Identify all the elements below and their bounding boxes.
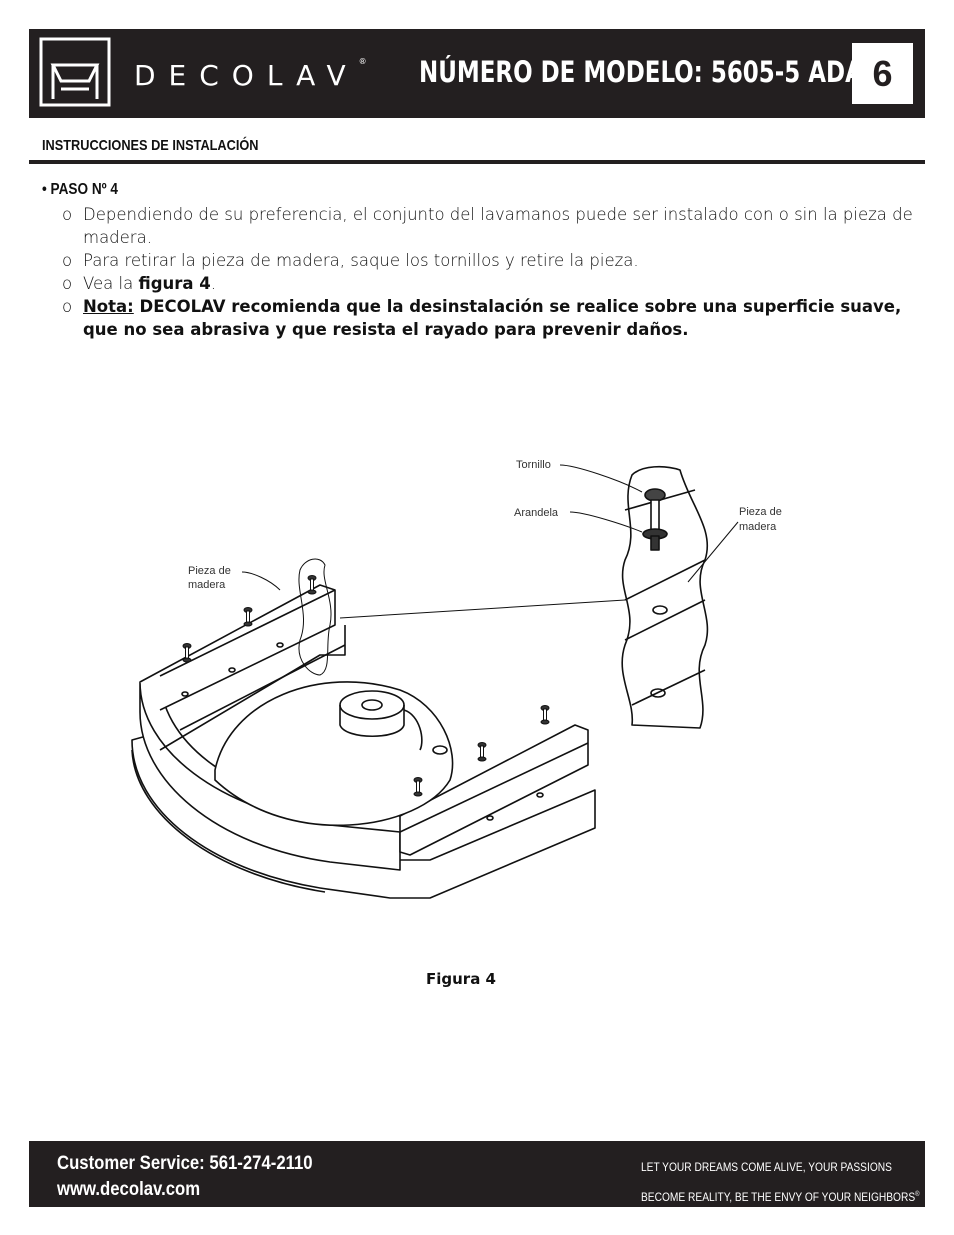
page-number: 6 (852, 43, 913, 104)
brand-name: DECOLAV® (134, 57, 367, 92)
customer-service-phone: Customer Service: 561-274-2110 (57, 1153, 313, 1174)
label-wood-right-2: madera (739, 521, 777, 533)
page-header: DECOLAV® NÚMERO DE MODELO: 5605-5 ADA 6 (29, 29, 925, 118)
section-title: INSTRUCCIONES DE INSTALACIÓN (42, 137, 259, 154)
label-wood-left-1: Pieza de (188, 565, 231, 577)
footer-contact: Customer Service: 561-274-2110 www.decol… (57, 1151, 313, 1203)
bullet-item: o Dependiendo de su preferencia, el conj… (62, 205, 913, 247)
step-bullets: o Dependiendo de su preferencia, el conj… (62, 203, 922, 341)
bullet-item: o Vea la figura 4. (62, 274, 217, 293)
label-screw: Tornillo (516, 459, 551, 471)
label-wood-left-2: madera (188, 579, 226, 591)
label-washer: Arandela (514, 507, 559, 519)
website-link[interactable]: www.decolav.com (57, 1179, 201, 1200)
decolav-logo-icon (39, 37, 111, 107)
section-divider (29, 160, 925, 164)
figure-4-illustration: Tornillo Arandela Pieza de madera Pieza … (131, 459, 782, 899)
page-footer: Customer Service: 561-274-2110 www.decol… (29, 1141, 925, 1207)
model-title: NÚMERO DE MODELO: 5605-5 ADA (419, 55, 863, 89)
bullet-item: o Para retirar la pieza de madera, saque… (62, 251, 639, 270)
footer-slogan: LET YOUR DREAMS COME ALIVE, YOUR PASSION… (641, 1160, 920, 1204)
figure-caption: Figura 4 (426, 970, 496, 988)
step-title: • PASO Nº 4 (42, 181, 118, 198)
label-wood-right-1: Pieza de (739, 506, 782, 518)
bullet-item-note: o Nota: DECOLAV recomienda que la desins… (62, 297, 902, 339)
